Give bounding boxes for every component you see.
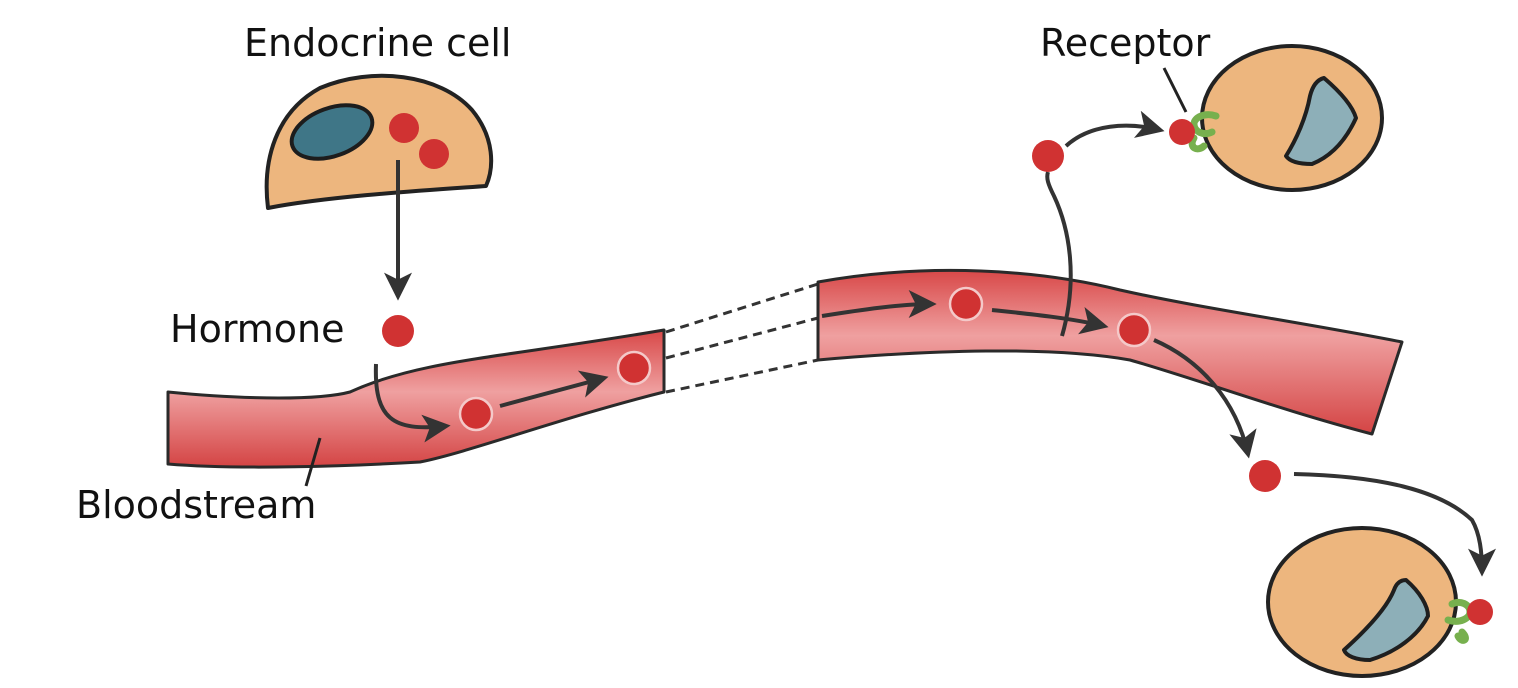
endocrine-cell [264, 73, 494, 210]
hormone-label: Hormone [170, 307, 345, 351]
exit-arrow-lower [1153, 338, 1257, 459]
receptor-upper [1169, 111, 1220, 153]
hormone-in-vessel-2 [616, 350, 652, 386]
target-cell-upper [1162, 44, 1384, 192]
stored-hormone-1 [389, 113, 419, 143]
target-cell-upper-nucleus [1284, 76, 1358, 166]
bloodstream-pointer-line [304, 437, 322, 487]
binding-arrow-lower [1293, 472, 1496, 577]
hormone-released-upper [1032, 140, 1064, 172]
flow-arrow-3 [991, 307, 1109, 335]
blood-vessel-segment-right [816, 268, 1404, 436]
endocrine-nucleus [289, 103, 375, 161]
hormone-entry-arrow [373, 363, 451, 443]
hormone-in-vessel-1 [458, 396, 494, 432]
receptor-pointer-line [1162, 67, 1188, 113]
flow-arrow-2 [821, 290, 937, 319]
target-cell-lower-nucleus [1342, 578, 1430, 662]
hormone-in-vessel-3 [948, 286, 984, 322]
hormone-released-lower [1249, 460, 1281, 492]
binding-arrow-upper [1064, 110, 1165, 148]
stored-hormone-2 [419, 139, 449, 169]
blood-vessel-segment-left [166, 328, 666, 469]
hormone-molecule [382, 315, 414, 347]
exit-arrow-upper [1045, 171, 1073, 337]
hormone-in-vessel-4 [1116, 312, 1152, 348]
target-cell-lower [1266, 526, 1493, 678]
vessel-continuation-dashes [665, 282, 819, 394]
receptor-label: Receptor [1040, 21, 1211, 65]
receptor-lower [1444, 598, 1493, 644]
endocrine-cell-label: Endocrine cell [244, 21, 512, 65]
bloodstream-label: Bloodstream [76, 483, 317, 527]
flow-arrow-1 [499, 370, 609, 408]
